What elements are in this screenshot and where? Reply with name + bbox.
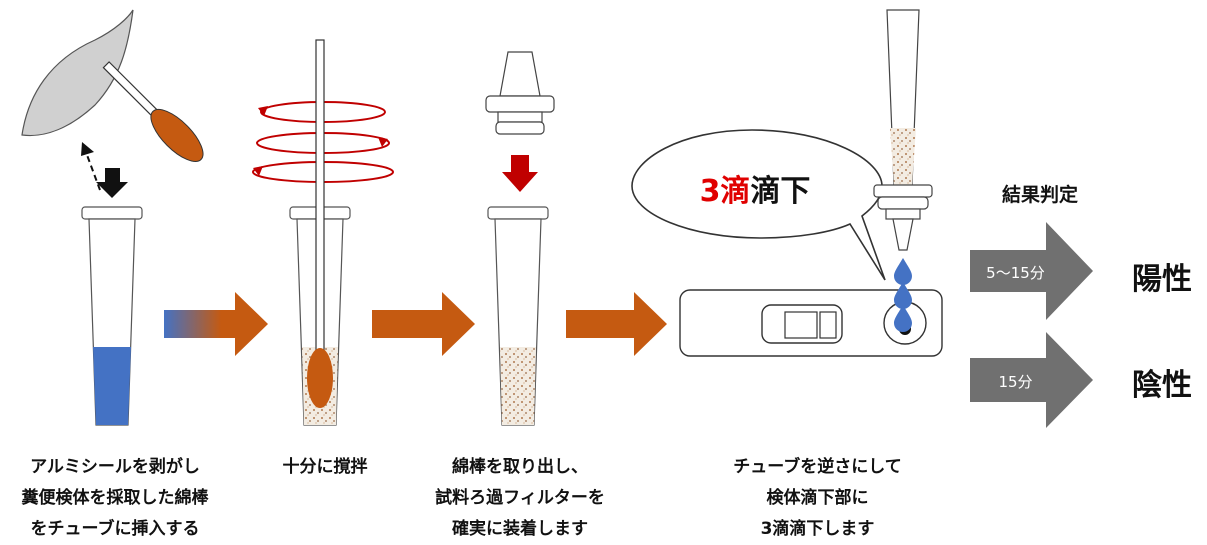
drop-count-number: 3滴 bbox=[699, 174, 751, 209]
negative-result: 陰性 bbox=[1132, 368, 1192, 403]
caption-line: 十分に撹拌 bbox=[282, 457, 368, 477]
negative-time-arrow bbox=[970, 332, 1093, 428]
step2-illustration bbox=[252, 39, 394, 426]
flow-arrow-3 bbox=[566, 292, 667, 356]
step1-illustration bbox=[21, 9, 204, 426]
inverted-tube bbox=[873, 9, 933, 251]
liquid-blue bbox=[93, 347, 131, 425]
step3-illustration bbox=[485, 51, 555, 426]
step4-caption: チューブを逆さにして 検体滴下部に 3滴滴下します bbox=[705, 452, 930, 545]
step3-caption: 綿棒を取り出し、 試料ろ過フィルターを 確実に装着します bbox=[405, 452, 635, 545]
filter-cap bbox=[485, 51, 555, 135]
swab-head bbox=[307, 348, 333, 408]
insert-down-arrow bbox=[96, 168, 128, 198]
step4-illustration bbox=[631, 9, 943, 357]
flow-arrow-2 bbox=[372, 292, 475, 356]
caption-line: 検体滴下部に bbox=[766, 488, 869, 508]
aluminum-seal bbox=[21, 9, 134, 137]
caption-line: 試料ろ過フィルターを bbox=[435, 488, 605, 508]
caption-line: をチューブに挿入する bbox=[30, 519, 200, 539]
flow-arrow-1 bbox=[164, 292, 268, 356]
swab-stick bbox=[315, 39, 325, 361]
step2-caption: 十分に撹拌 bbox=[260, 452, 390, 483]
drop-count-label: 3滴滴下 bbox=[690, 166, 820, 210]
step1-caption: アルミシールを剥がし 糞便検体を採取した綿棒 をチューブに挿入する bbox=[10, 452, 220, 545]
tube-1 bbox=[81, 206, 143, 426]
negative-time-label: 15分 bbox=[998, 373, 1033, 391]
positive-time-arrow bbox=[970, 222, 1093, 320]
caption-line: 確実に装着します bbox=[452, 519, 588, 539]
peel-dashed-arrow bbox=[86, 154, 101, 191]
drop-count-text: 滴下 bbox=[750, 174, 811, 209]
caption-line: 綿棒を取り出し、 bbox=[452, 457, 588, 477]
speech-bubble bbox=[631, 129, 886, 281]
caption-line: 糞便検体を採取した綿棒 bbox=[21, 488, 209, 508]
judgement-heading: 結果判定 bbox=[1001, 184, 1078, 206]
cotton-swab bbox=[102, 61, 204, 162]
drops bbox=[894, 258, 912, 332]
tube-3 bbox=[487, 206, 549, 426]
positive-time-label: 5〜15分 bbox=[986, 264, 1045, 282]
caption-line: チューブを逆さにして bbox=[733, 457, 902, 477]
caption-line: アルミシールを剥がし bbox=[30, 457, 200, 477]
caption-line: 3滴滴下します bbox=[760, 519, 875, 539]
positive-result: 陽性 bbox=[1132, 262, 1192, 297]
cap-down-arrow bbox=[502, 155, 538, 192]
